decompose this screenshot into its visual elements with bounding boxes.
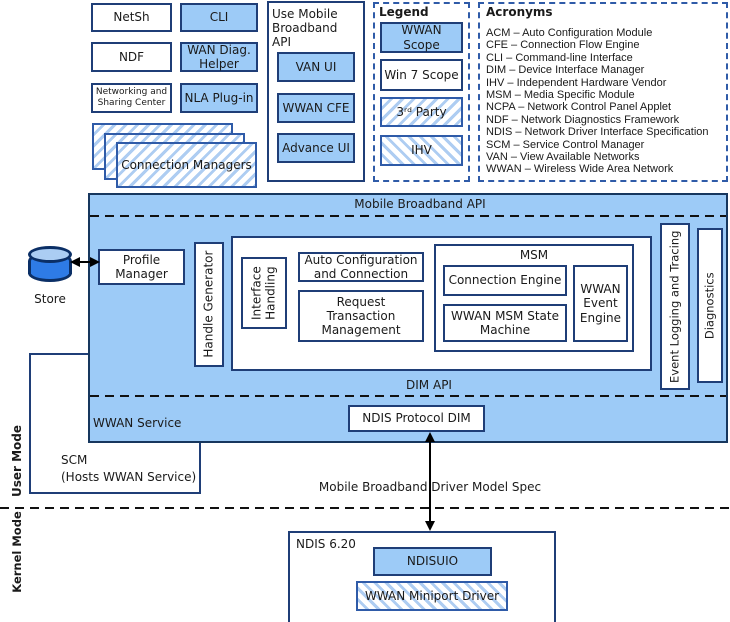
wwan-msm-state-machine-label: WWAN MSM State Machine [451,308,559,337]
netsh-label: NetSh [113,10,150,25]
van-ui-label: VAN UI [295,59,337,74]
connection-managers-box: Connection Managers [116,142,257,188]
legend-ihv: IHV [380,135,463,166]
request-transaction-box: Request Transaction Management [298,290,424,342]
dim-ndis-arrowhead-down [425,521,435,531]
acronym-ihv: IHV – Independent Hardware Vendor [486,76,667,89]
legend-wwan-scope-label: WWAN Scope [401,23,442,52]
dim-ndis-arrow-line [429,438,431,526]
acronym-msm: MSM – Media Specific Module [486,89,635,102]
advance-ui-box: Advance UI [277,133,355,163]
acronyms-title: Acronyms [486,5,553,19]
interface-handling-label: Interface Handling [249,266,279,320]
wwan-service-label: WWAN Service [93,416,182,430]
ndf-label: NDF [118,49,145,64]
networking-sharing-center-box: Networking and Sharing Center [91,83,172,113]
diagnostics-box: Diagnostics [697,228,723,383]
legend-win7-scope: Win 7 Scope [380,59,463,91]
ndf-box: NDF [91,42,172,72]
legend-third-party: 3ʳᵈ Party [380,97,463,127]
store-arrowhead-left [70,257,80,267]
wwan-miniport-driver-label: WWAN Miniport Driver [364,588,500,603]
legend-win7-scope-label: Win 7 Scope [384,67,459,82]
acronym-dim: DIM – Device Interface Manager [486,64,645,77]
wan-diag-helper-box: WAN Diag. Helper [180,42,258,72]
cli-label: CLI [209,10,229,25]
wan-diag-helper-label: WAN Diag. Helper [187,42,251,71]
acronym-wwan: WWAN – Wireless Wide Area Network [486,163,674,176]
scm-label-line2: (Hosts WWAN Service) [61,470,197,484]
dim-ndis-arrowhead-up [425,432,435,442]
handle-generator-label: Handle Generator [201,250,216,359]
request-transaction-label: Request Transaction Management [321,294,401,338]
cli-box: CLI [180,3,258,32]
acronyms-panel [478,2,728,182]
connection-managers-label: Connection Managers [121,157,252,172]
wwan-cfe-label: WWAN CFE [282,100,350,115]
acronym-cfe: CFE – Connection Flow Engine [486,39,640,52]
handle-generator-box: Handle Generator [194,242,224,367]
ndis-protocol-dim-label: NDIS Protocol DIM [362,411,471,426]
legend-third-party-label: 3ʳᵈ Party [396,104,447,119]
profile-manager-box: Profile Manager [98,249,185,285]
mobile-broadband-api-divider [90,215,726,217]
advance-ui-label: Advance UI [282,140,350,155]
ndisuio-label: NDISUIO [406,554,459,569]
dim-api-label: DIM API [406,378,452,392]
ndis-protocol-dim-box: NDIS Protocol DIM [348,405,485,432]
wwan-cfe-box: WWAN CFE [277,93,355,123]
acronym-van: VAN – View Available Networks [486,151,640,164]
networking-sharing-center-label: Networking and Sharing Center [95,87,168,108]
legend-title: Legend [379,5,429,19]
scm-label-line1: SCM [61,453,88,467]
wwan-event-engine-label: WWAN Event Engine [579,282,622,325]
store-profile-arrow-line [76,261,94,263]
diagnostics-label: Diagnostics [702,272,717,339]
kernel-mode-label: Kernel Mode [10,511,24,593]
van-ui-box: VAN UI [277,52,355,82]
store-cylinder-top [28,246,72,263]
msm-title: MSM [519,248,549,262]
driver-model-spec-label: Mobile Broadband Driver Model Spec [318,480,542,494]
mobile-broadband-api-label: Mobile Broadband API [354,197,486,211]
dim-api-divider [90,395,726,397]
wwan-miniport-driver-box: WWAN Miniport Driver [356,581,508,611]
nla-plugin-label: NLA Plug-in [184,90,254,105]
interface-handling-box: Interface Handling [241,257,287,329]
kernel-mode-label-box: Kernel Mode [2,511,32,593]
auto-configuration-box: Auto Configuration and Connection [298,252,424,282]
user-mode-label: User Mode [10,424,25,498]
connection-engine-box: Connection Engine [443,265,567,296]
wwan-event-engine-box: WWAN Event Engine [573,265,628,342]
netsh-box: NetSh [91,3,172,32]
acronym-ndf: NDF – Network Diagnostics Framework [486,113,680,126]
event-logging-tracing-label: Event Logging and Tracing [667,230,682,383]
legend-wwan-scope: WWAN Scope [380,22,463,53]
store-arrowhead-right [90,257,100,267]
use-mobile-broadband-api-title: Use Mobile Broadband API [272,7,338,50]
profile-manager-label: Profile Manager [115,252,168,281]
acronym-ndis: NDIS – Network Driver Interface Specific… [486,126,709,139]
acronym-ncpa: NCPA – Network Control Panel Applet [486,101,672,114]
acronym-acm: ACM – Auto Configuration Module [486,27,653,39]
acronym-scm: SCM – Service Control Manager [486,138,645,151]
acronym-cli: CLI – Command-line Interface [486,51,633,64]
user-kernel-divider [0,507,730,509]
acronyms-list: ACM – Auto Configuration Module CFE – Co… [486,27,728,176]
ndisuio-box: NDISUIO [373,547,492,576]
legend-ihv-label: IHV [411,143,432,158]
store-label: Store [34,292,66,306]
auto-configuration-label: Auto Configuration and Connection [304,252,418,281]
connection-engine-label: Connection Engine [448,273,562,288]
user-mode-label-box: User Mode [2,425,32,497]
wwan-msm-state-machine-box: WWAN MSM State Machine [443,304,567,342]
ndis-620-label: NDIS 6.20 [296,537,356,551]
nla-plugin-box: NLA Plug-in [180,83,258,113]
event-logging-tracing-box: Event Logging and Tracing [660,223,690,390]
